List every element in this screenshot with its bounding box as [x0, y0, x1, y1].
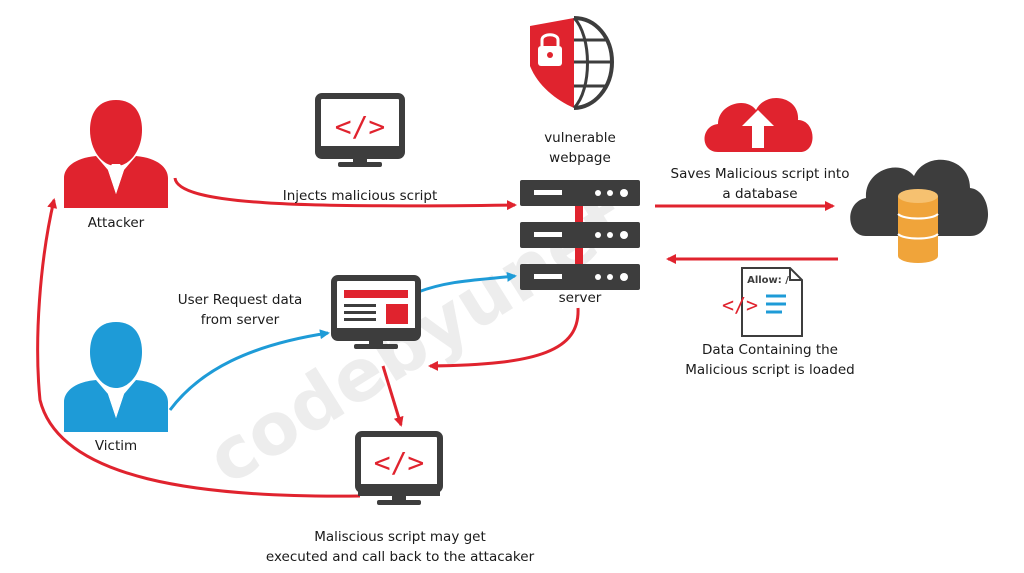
saves-line1: Saves Malicious script into	[670, 166, 850, 182]
attacker-label: Attacker	[87, 215, 145, 231]
code-monitor-icon: </>	[315, 93, 405, 167]
data-loaded-line1: Data Containing the	[702, 342, 838, 358]
shield-globe-icon	[530, 16, 615, 110]
svg-text:</>: </>	[722, 293, 758, 317]
vulnerable-line2: webpage	[549, 150, 611, 166]
user-request-line1: User Request data	[177, 292, 303, 308]
callback-arrow	[36, 198, 361, 498]
saves-line2: a database	[722, 186, 798, 202]
maliscious-line1: Maliscious script may get	[314, 529, 486, 545]
data-loaded-label: Data Containing the Malicious script is …	[670, 340, 870, 380]
execute-arrow	[381, 365, 404, 427]
code-document-icon: Allow: / </>	[722, 267, 803, 337]
callback-code-monitor-icon: </>	[355, 431, 443, 505]
data-loaded-line2: Malicious script is loaded	[685, 362, 855, 378]
request-server-arrow	[417, 271, 517, 294]
server-label: server	[558, 290, 602, 306]
webpage-monitor-icon	[331, 275, 421, 349]
saves-label: Saves Malicious script into a database	[660, 164, 860, 204]
allow-text: Allow: /	[747, 275, 789, 286]
inject-arrow	[173, 177, 517, 211]
cloud-upload-icon	[704, 97, 813, 152]
server-rack-icon	[520, 180, 640, 290]
maliscious-label: Maliscious script may get executed and c…	[220, 527, 580, 567]
svg-text:</>: </>	[335, 110, 386, 143]
user-request-line2: from server	[200, 312, 280, 328]
vulnerable-line1: vulnerable	[544, 130, 616, 146]
cloud-database-icon	[850, 159, 989, 263]
vulnerable-label: vulnerable webpage	[520, 128, 640, 168]
request-arrow	[168, 329, 330, 411]
inject-label: Injects malicious script	[282, 188, 438, 204]
user-request-label: User Request data from server	[160, 290, 320, 330]
svg-text:</>: </>	[374, 446, 425, 479]
victim-person-icon	[64, 322, 168, 432]
attacker-person-icon	[64, 100, 168, 208]
response-arrow	[428, 307, 580, 371]
maliscious-line2: executed and call back to the attacaker	[265, 549, 535, 565]
victim-label: Victim	[94, 438, 138, 454]
